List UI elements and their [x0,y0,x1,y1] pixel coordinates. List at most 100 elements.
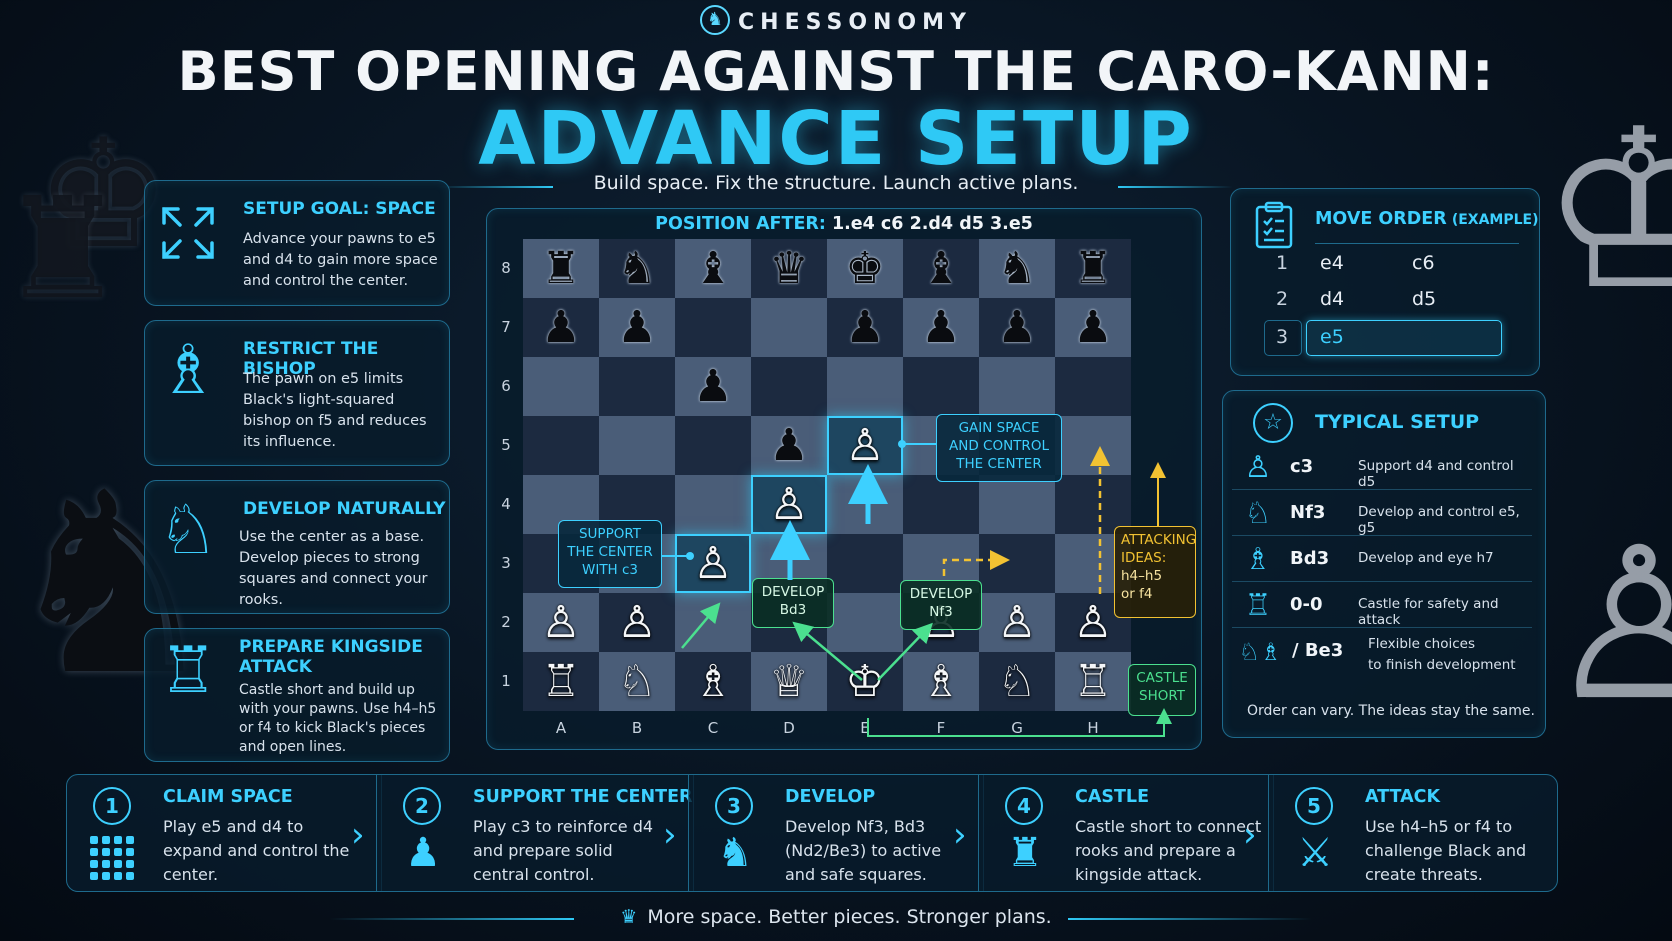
board-square-b6[interactable] [599,357,675,416]
white-queen-icon[interactable]: ♕ [769,656,809,707]
brand: ♞CHESSONOMY [0,5,1672,38]
board-square-f6[interactable] [903,357,979,416]
board-square-f7[interactable] [903,298,979,357]
board-square-e8[interactable] [827,239,903,298]
board-square-b8[interactable] [599,239,675,298]
board-square-c7[interactable] [675,298,751,357]
board-square-c8[interactable] [675,239,751,298]
white-king-icon[interactable]: ♔ [845,656,885,707]
board-square-h1[interactable] [1055,652,1131,711]
black-move: c6 [1412,252,1435,274]
card-text: Use the center as a base. Develop pieces… [239,529,428,608]
board-square-b1[interactable] [599,652,675,711]
white-rook-icon[interactable]: ♖ [1073,656,1113,707]
board-square-e2[interactable] [827,593,903,652]
board-square-d1[interactable] [751,652,827,711]
knight-icon: ♞ [717,830,753,876]
board-square-f1[interactable] [903,652,979,711]
board-square-a5[interactable] [523,416,599,475]
step-text: Play e5 and d4 to expand and control the… [163,817,350,884]
white-pawn-icon[interactable]: ♙ [693,538,733,589]
white-pawn-icon[interactable]: ♙ [541,597,581,648]
board-square-g7[interactable] [979,298,1055,357]
board-square-g6[interactable] [979,357,1055,416]
black-pawn-icon[interactable]: ♟ [617,302,657,353]
typical-setup-panel: ☆ TYPICAL SETUP Order can vary. The idea… [1222,390,1546,738]
card-title: PREPARE KINGSIDE [239,637,423,657]
board-square-e7[interactable] [827,298,903,357]
footer-right-rule [1068,918,1312,920]
board-square-g4[interactable] [979,475,1055,534]
board-square-c1[interactable] [675,652,751,711]
black-pawn-icon[interactable]: ♟ [997,302,1037,353]
white-pawn-icon[interactable]: ♙ [617,597,657,648]
rook-icon: ♖ [1244,588,1272,623]
white-knight-icon[interactable]: ♘ [617,656,657,707]
board-square-b7[interactable] [599,298,675,357]
black-pawn-icon[interactable]: ♟ [769,420,809,471]
white-bishop-icon[interactable]: ♗ [921,656,961,707]
black-rook-icon[interactable]: ♜ [541,243,581,294]
typical-setup-move: c3 [1290,456,1314,477]
step-title: CASTLE [1075,787,1150,807]
board-square-c6[interactable] [675,357,751,416]
arrow-f4-ideas [942,550,1010,576]
black-pawn-icon[interactable]: ♟ [921,302,961,353]
card-prepare-attack: ♖ PREPARE KINGSIDE ATTACK Castle short a… [144,628,450,762]
black-bishop-icon[interactable]: ♝ [693,243,733,294]
white-knight-icon[interactable]: ♘ [997,656,1037,707]
board-square-g1[interactable] [979,652,1055,711]
board-square-d6[interactable] [751,357,827,416]
board-square-d5[interactable] [751,416,827,475]
black-pawn-icon[interactable]: ♟ [1073,302,1113,353]
white-rook-icon[interactable]: ♖ [541,656,581,707]
board-square-h6[interactable] [1055,357,1131,416]
board-square-c5[interactable] [675,416,751,475]
board-square-f4[interactable] [903,475,979,534]
white-pawn-icon[interactable]: ♙ [1073,597,1113,648]
black-pawn-icon[interactable]: ♟ [541,302,581,353]
board-square-e6[interactable] [827,357,903,416]
rank-label: 7 [501,318,511,336]
black-rook-icon[interactable]: ♜ [1073,243,1113,294]
chevron-right-icon: › [1243,815,1257,855]
black-queen-icon[interactable]: ♛ [769,243,809,294]
board-square-a8[interactable] [523,239,599,298]
file-label: A [555,719,567,737]
arrow-gain-e5 [898,440,936,448]
black-knight-icon[interactable]: ♞ [617,243,657,294]
black-pawn-icon[interactable]: ♟ [845,302,885,353]
board-square-a6[interactable] [523,357,599,416]
board-square-b5[interactable] [599,416,675,475]
rank-label: 2 [501,613,511,631]
board-square-h8[interactable] [1055,239,1131,298]
black-bishop-icon[interactable]: ♝ [921,243,961,294]
board-square-a1[interactable] [523,652,599,711]
board-square-a2[interactable] [523,593,599,652]
board-square-g8[interactable] [979,239,1055,298]
white-bishop-icon[interactable]: ♗ [693,656,733,707]
board-square-c3[interactable] [675,534,751,593]
black-knight-icon[interactable]: ♞ [997,243,1037,294]
board-square-d7[interactable] [751,298,827,357]
decorative-white-king-icon: ♔ [1540,82,1672,338]
knight-icon: ♘ [1244,496,1272,531]
arrow-bishop-path [792,621,863,681]
white-pawn-icon[interactable]: ♙ [845,420,885,471]
card-title: ATTACK [239,657,312,677]
board-square-d8[interactable] [751,239,827,298]
board-square-h4[interactable] [1055,475,1131,534]
board-square-b2[interactable] [599,593,675,652]
pawn-icon: ♟ [405,830,441,876]
board-square-a7[interactable] [523,298,599,357]
board-square-h7[interactable] [1055,298,1131,357]
white-pawn-icon[interactable]: ♙ [997,597,1037,648]
black-king-icon[interactable]: ♚ [845,243,885,294]
black-pawn-icon[interactable]: ♟ [693,361,733,412]
board-square-c4[interactable] [675,475,751,534]
step-text: Develop Nf3, Bd3 (Nd2/Be3) to active and… [785,817,942,884]
board-square-g2[interactable] [979,593,1055,652]
arrow-knight-path [877,622,933,681]
board-square-e3[interactable] [827,534,903,593]
board-square-f8[interactable] [903,239,979,298]
